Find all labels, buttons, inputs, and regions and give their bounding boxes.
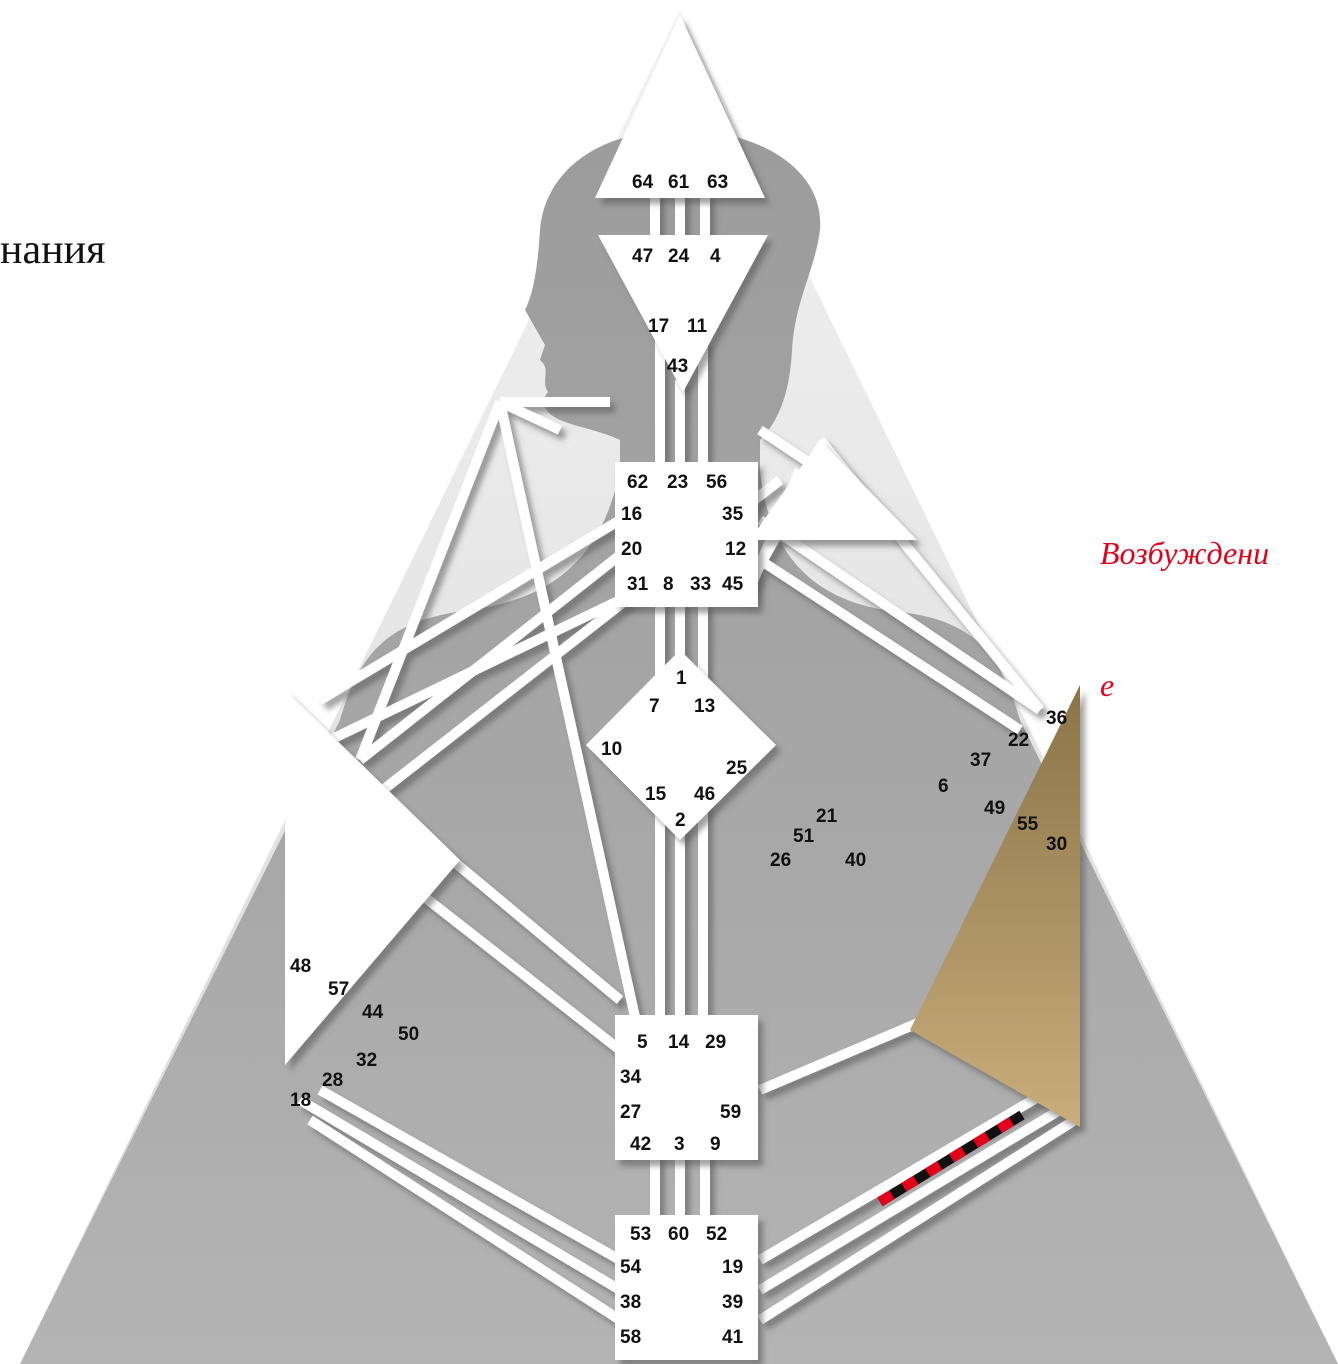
ego-center [750, 440, 917, 540]
gate-4: 4 [710, 246, 721, 267]
gate-55: 55 [1017, 814, 1039, 835]
gate-41: 41 [722, 1327, 744, 1348]
gate-45: 45 [722, 574, 744, 595]
head-center [595, 15, 765, 198]
gate-52: 52 [706, 1224, 727, 1245]
gate-40: 40 [845, 850, 866, 871]
gate-13: 13 [694, 696, 715, 717]
gate-58: 58 [620, 1327, 641, 1348]
gate-46: 46 [694, 784, 715, 805]
gate-labels: 64 61 63 47 24 4 17 11 43 62 23 56 16 35… [290, 172, 1067, 1348]
gate-47: 47 [632, 246, 653, 267]
gate-29: 29 [705, 1032, 726, 1053]
gate-25: 25 [726, 758, 748, 779]
spleen-center [285, 690, 460, 1065]
gate-33: 33 [690, 574, 711, 595]
gate-2: 2 [675, 810, 686, 831]
gate-7: 7 [649, 696, 660, 717]
gate-35: 35 [722, 504, 744, 525]
gate-23: 23 [667, 472, 688, 493]
gate-3: 3 [674, 1134, 685, 1155]
gate-30: 30 [1046, 834, 1067, 855]
gate-60: 60 [668, 1224, 689, 1245]
gate-59: 59 [720, 1102, 741, 1123]
gate-38: 38 [620, 1292, 641, 1313]
gate-21: 21 [816, 806, 838, 827]
gate-43: 43 [667, 356, 688, 377]
activated-channel-label: Возбуждени е [1100, 443, 1338, 751]
gate-26: 26 [770, 850, 791, 871]
left-text-fragment: нания [0, 227, 106, 273]
activated-channel-label-line2: е [1100, 667, 1115, 703]
gate-37: 37 [970, 750, 991, 771]
gate-42: 42 [630, 1134, 651, 1155]
gate-51: 51 [793, 826, 815, 847]
activated-channel [877, 1110, 1025, 1207]
gate-1: 1 [676, 668, 687, 689]
gate-54: 54 [620, 1257, 642, 1278]
gate-20: 20 [621, 539, 642, 560]
gate-64: 64 [632, 172, 654, 193]
root-center [615, 1215, 758, 1360]
gate-32: 32 [356, 1050, 377, 1071]
gate-36: 36 [1046, 708, 1067, 729]
ajna-center [598, 235, 768, 392]
gate-14: 14 [668, 1032, 690, 1053]
gate-31: 31 [627, 574, 649, 595]
gate-27: 27 [620, 1102, 641, 1123]
gate-15: 15 [645, 784, 667, 805]
gate-22: 22 [1008, 730, 1029, 751]
gate-8: 8 [663, 574, 674, 595]
gate-56: 56 [706, 472, 727, 493]
sacral-center [615, 1015, 758, 1160]
gate-50: 50 [398, 1024, 419, 1045]
gate-18: 18 [290, 1090, 311, 1111]
gate-12: 12 [725, 539, 746, 560]
gate-61: 61 [668, 172, 690, 193]
gate-62: 62 [627, 472, 648, 493]
gate-28: 28 [322, 1070, 343, 1091]
activated-channel-label-line1: Возбуждени [1100, 535, 1270, 571]
gate-34: 34 [620, 1067, 642, 1088]
gate-53: 53 [630, 1224, 651, 1245]
gate-6: 6 [938, 776, 949, 797]
gate-17: 17 [648, 316, 669, 337]
gate-44: 44 [362, 1002, 384, 1023]
gate-9: 9 [710, 1134, 721, 1155]
gate-57: 57 [328, 979, 349, 1000]
gate-39: 39 [722, 1292, 743, 1313]
gate-11: 11 [687, 316, 708, 337]
centers [285, 15, 1080, 1360]
gate-48: 48 [290, 956, 311, 977]
throat-center [615, 462, 758, 607]
gate-19: 19 [722, 1257, 743, 1278]
solar-plexus-center [910, 685, 1080, 1127]
gate-49: 49 [984, 798, 1005, 819]
gate-5: 5 [637, 1032, 648, 1053]
gate-10: 10 [601, 739, 622, 760]
gate-63: 63 [707, 172, 728, 193]
gate-16: 16 [621, 504, 642, 525]
gate-24: 24 [668, 246, 690, 267]
g-center [586, 650, 776, 840]
